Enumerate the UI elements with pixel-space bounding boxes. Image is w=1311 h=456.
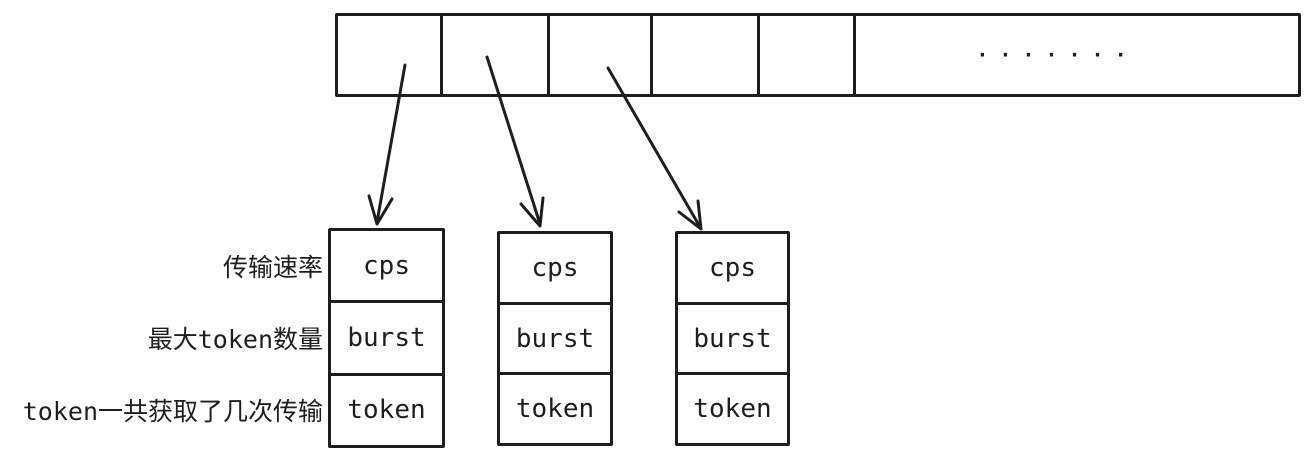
bucket-record-3: cps burst token [675,231,790,446]
array-slot-5 [760,16,856,94]
bucket3-burst-cell: burst [678,301,787,373]
array-slot-4 [653,16,760,94]
array-slot-3 [550,16,653,94]
bucket-record-2: cps burst token [497,231,613,446]
bucket3-token-cell: token [678,372,787,443]
bucket2-cps-cell: cps [531,252,579,283]
bucket2-burst-cell: burst [500,301,610,373]
ellipsis-dots: ······· [976,43,1138,67]
bucket-record-1: cps burst token [328,228,445,448]
array-slot-1 [338,16,443,94]
label-token-acquire-count: token一共获取了几次传输 [22,397,323,426]
bucket2-token-cell: token [500,372,610,443]
array-slot-ellipsis: ······· [856,16,1298,94]
bucket1-burst-cell: burst [331,300,442,372]
label-max-token-count: 最大token数量 [147,325,323,354]
bucket1-cps-cell: cps [363,250,410,281]
bucket1-token-cell: token [331,372,442,445]
bucket3-cps-cell: cps [709,252,756,283]
label-transfer-rate: 传输速率 [222,253,323,282]
array-slot-2 [443,16,550,94]
slot-array: ······· [335,13,1301,97]
